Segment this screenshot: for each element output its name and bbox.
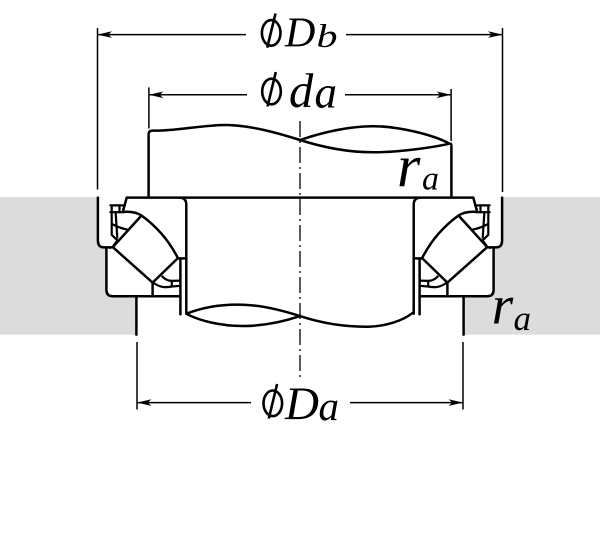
svg-text:D: D: [284, 378, 319, 430]
svg-text:r: r: [492, 275, 514, 336]
svg-text:r: r: [397, 134, 421, 200]
svg-text:D: D: [284, 11, 315, 57]
svg-text:a: a: [319, 383, 340, 429]
svg-text:a: a: [315, 68, 338, 118]
svg-text:d: d: [289, 65, 314, 118]
svg-text:a: a: [422, 161, 439, 198]
svg-text:a: a: [514, 299, 532, 338]
svg-text:b: b: [317, 19, 338, 55]
